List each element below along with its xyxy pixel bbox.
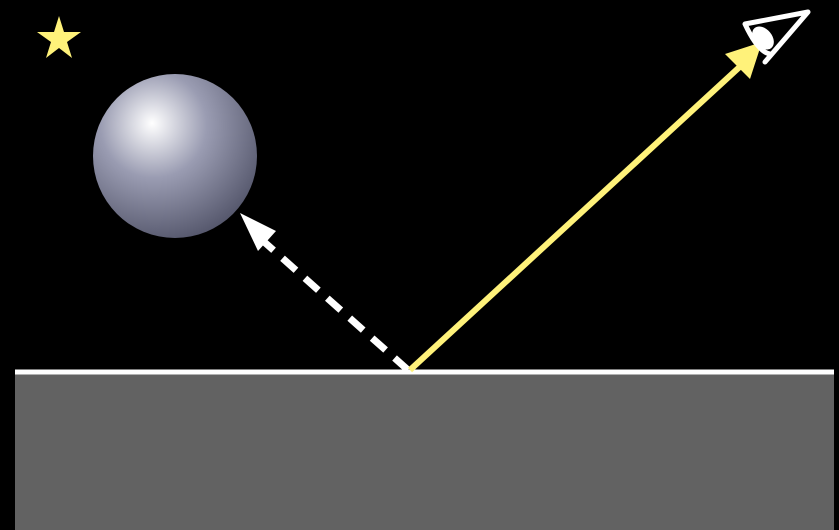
sphere	[93, 74, 257, 238]
ground-plane	[15, 372, 834, 530]
